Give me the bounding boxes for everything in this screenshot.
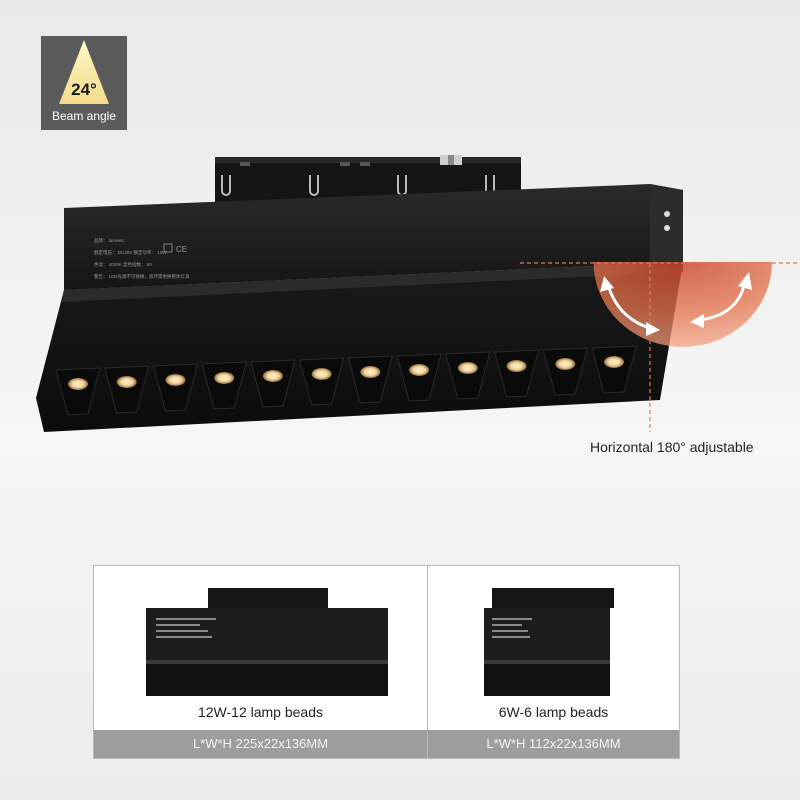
beam-angle-label: Beam angle [51, 109, 117, 123]
ce-mark-icon: CE [176, 245, 187, 254]
variant-6w-dims: L*W*H 112x22x136MM [428, 730, 679, 758]
led-reflector-cell [55, 367, 101, 416]
variant-comparison: 12W-12 lamp beads L*W*H 225x22x136MM 6W-… [93, 565, 680, 759]
led-reflector-cell [445, 351, 491, 400]
svg-text:额定电压： DC48V 额定功率： 12W: 额定电压： DC48V 额定功率： 12W [94, 249, 167, 256]
beam-angle-badge: 24° Beam angle [41, 36, 127, 130]
arrow-right-icon [646, 322, 660, 336]
svg-text:品牌： lumeetc: 品牌： lumeetc [94, 237, 125, 244]
rotation-indicator [520, 262, 800, 432]
led-bead [116, 376, 137, 388]
led-bead [506, 360, 527, 372]
led-bead [360, 366, 381, 378]
led-bead [555, 358, 576, 370]
variant-6w-name: 6W-6 lamp beads [498, 704, 609, 720]
led-reflector-cell [542, 347, 588, 396]
led-bead-row [55, 345, 637, 416]
led-reflector-cell [493, 349, 540, 398]
led-bead [604, 356, 624, 368]
led-bead [262, 370, 283, 382]
led-bead [68, 378, 88, 390]
light-cone-icon [59, 40, 109, 104]
track-light-illustration: 品牌： lumeetc 额定电压： DC48V 额定功率： 12W 色温： 40… [36, 155, 800, 432]
led-bead [457, 362, 478, 374]
arrow-left-icon [690, 314, 704, 328]
variant-6w: 6W-6 lamp beads L*W*H 112x22x136MM [428, 566, 679, 758]
led-bead [165, 374, 186, 386]
led-bead [409, 364, 430, 376]
led-reflector-cell [396, 353, 442, 402]
svg-text:警告： LED光源不可替换，损坏需更换整体灯具: 警告： LED光源不可替换，损坏需更换整体灯具 [94, 273, 190, 280]
led-reflector-cell [152, 363, 199, 412]
led-reflector-cell [201, 361, 247, 410]
variant-12w-name: 12W-12 lamp beads [197, 704, 324, 720]
led-reflector-cell [104, 365, 150, 414]
led-reflector-cell [298, 357, 345, 406]
arrow-up-right-icon [738, 272, 752, 290]
led-bead [214, 372, 235, 384]
certification-mark-icon [163, 243, 173, 253]
adjustment-label: Horizontal 180° adjustable [590, 439, 754, 455]
arrow-up-icon [600, 276, 614, 292]
variant-12w-dims: L*W*H 225x22x136MM [94, 730, 427, 758]
lamp-12w-thumbnail [146, 588, 388, 696]
led-reflector-cell [250, 359, 296, 408]
led-bead [311, 368, 332, 380]
beam-angle-value: 24° [71, 80, 97, 99]
lamp-6w-thumbnail [484, 588, 614, 696]
svg-text:色温： 4000K 显色指数： 90: 色温： 4000K 显色指数： 90 [94, 261, 152, 268]
led-reflector-cell [347, 355, 394, 404]
product-spec-label: 品牌： lumeetc 额定电压： DC48V 额定功率： 12W 色温： 40… [94, 237, 190, 280]
variant-12w: 12W-12 lamp beads L*W*H 225x22x136MM [94, 566, 428, 758]
led-reflector-cell [591, 345, 637, 394]
